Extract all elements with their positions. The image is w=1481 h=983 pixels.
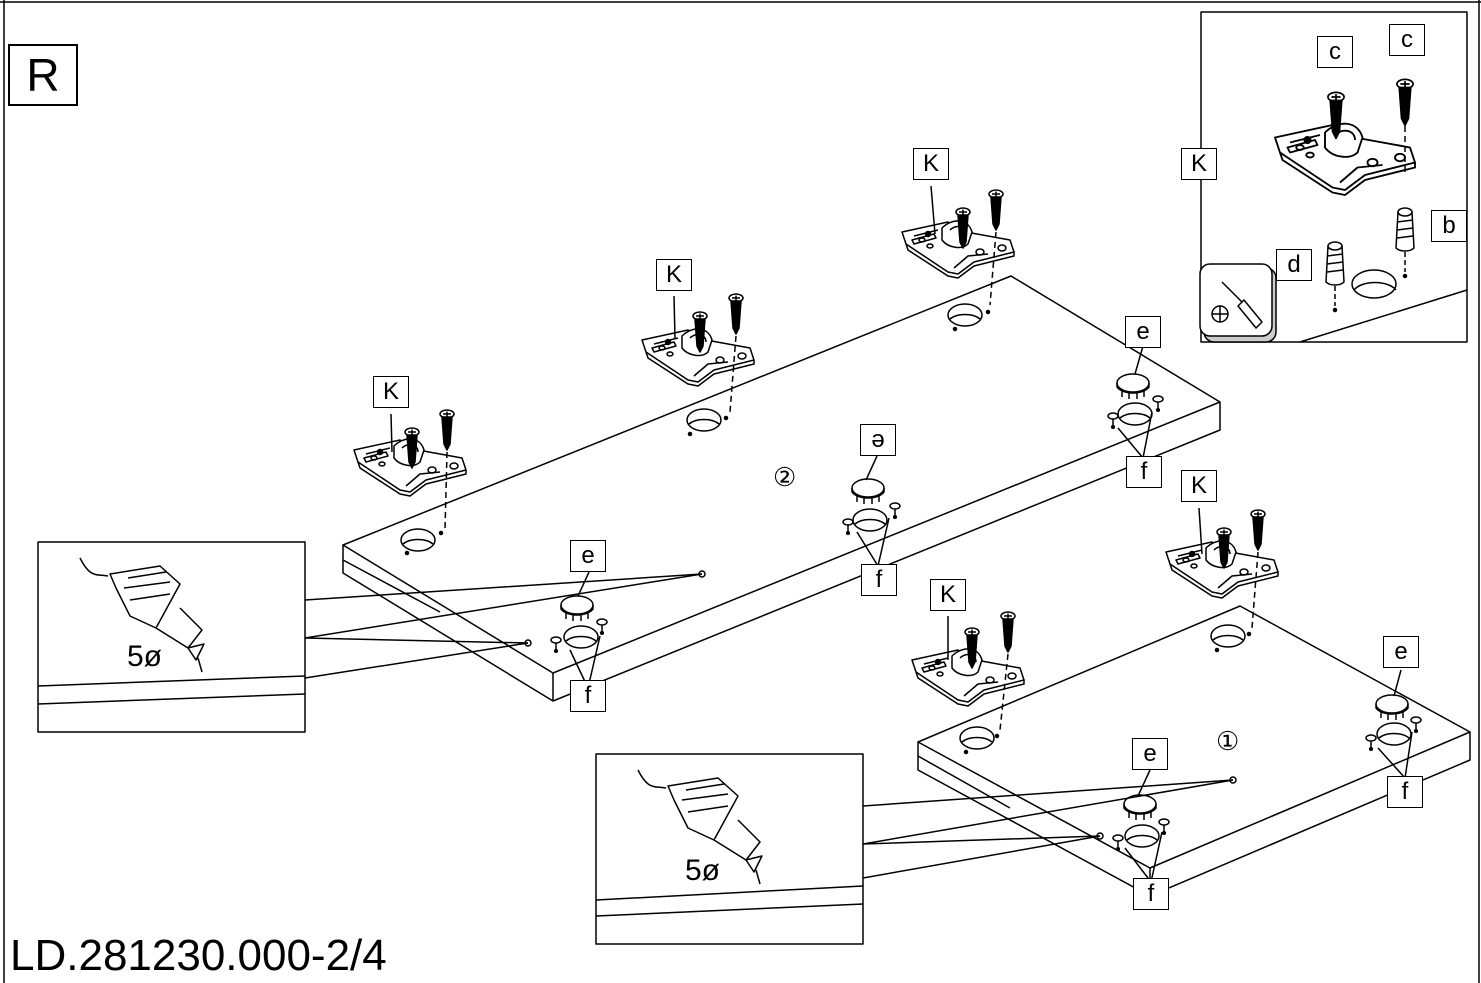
panel-number: ① <box>1216 726 1240 756</box>
dowel-b-label: b <box>1431 210 1467 242</box>
hinge-label: K <box>930 579 966 611</box>
hinge-label: K <box>1181 148 1217 180</box>
pin-label: f <box>1387 776 1423 808</box>
drill-size-label: 5ø <box>685 854 721 887</box>
hinge-label: K <box>656 259 692 291</box>
screw-label: c <box>1389 24 1425 56</box>
hinge-label: K <box>913 148 949 180</box>
cap-label: e <box>1132 738 1168 770</box>
pin-label: f <box>570 680 606 712</box>
pin-label: f <box>861 564 897 596</box>
panel-2-board <box>342 275 1221 702</box>
step-label: R <box>8 44 78 106</box>
cap-label: e <box>570 540 606 572</box>
dowel-d <box>1325 241 1345 313</box>
pin-label: f <box>1126 456 1162 488</box>
dowel-d-label: d <box>1276 249 1312 281</box>
cap-label: e <box>1383 636 1419 668</box>
hinge-label: K <box>373 376 409 408</box>
document-code: LD.281230.000-2/4 <box>10 931 387 980</box>
panel-number: ② <box>773 462 797 492</box>
hinge-label: K <box>1181 470 1217 502</box>
screwdriver-icon <box>1199 263 1277 343</box>
screw-label: c <box>1317 36 1353 68</box>
pin-label: f <box>1133 878 1169 910</box>
dowel-b <box>1395 207 1415 279</box>
drill-icon <box>79 557 205 673</box>
cap-label: ә <box>860 424 896 456</box>
hinge-k-3 <box>901 220 1015 279</box>
drill-size-label: 5ø <box>127 640 163 673</box>
drill-icon <box>637 769 763 885</box>
cap-label: e <box>1125 316 1161 348</box>
